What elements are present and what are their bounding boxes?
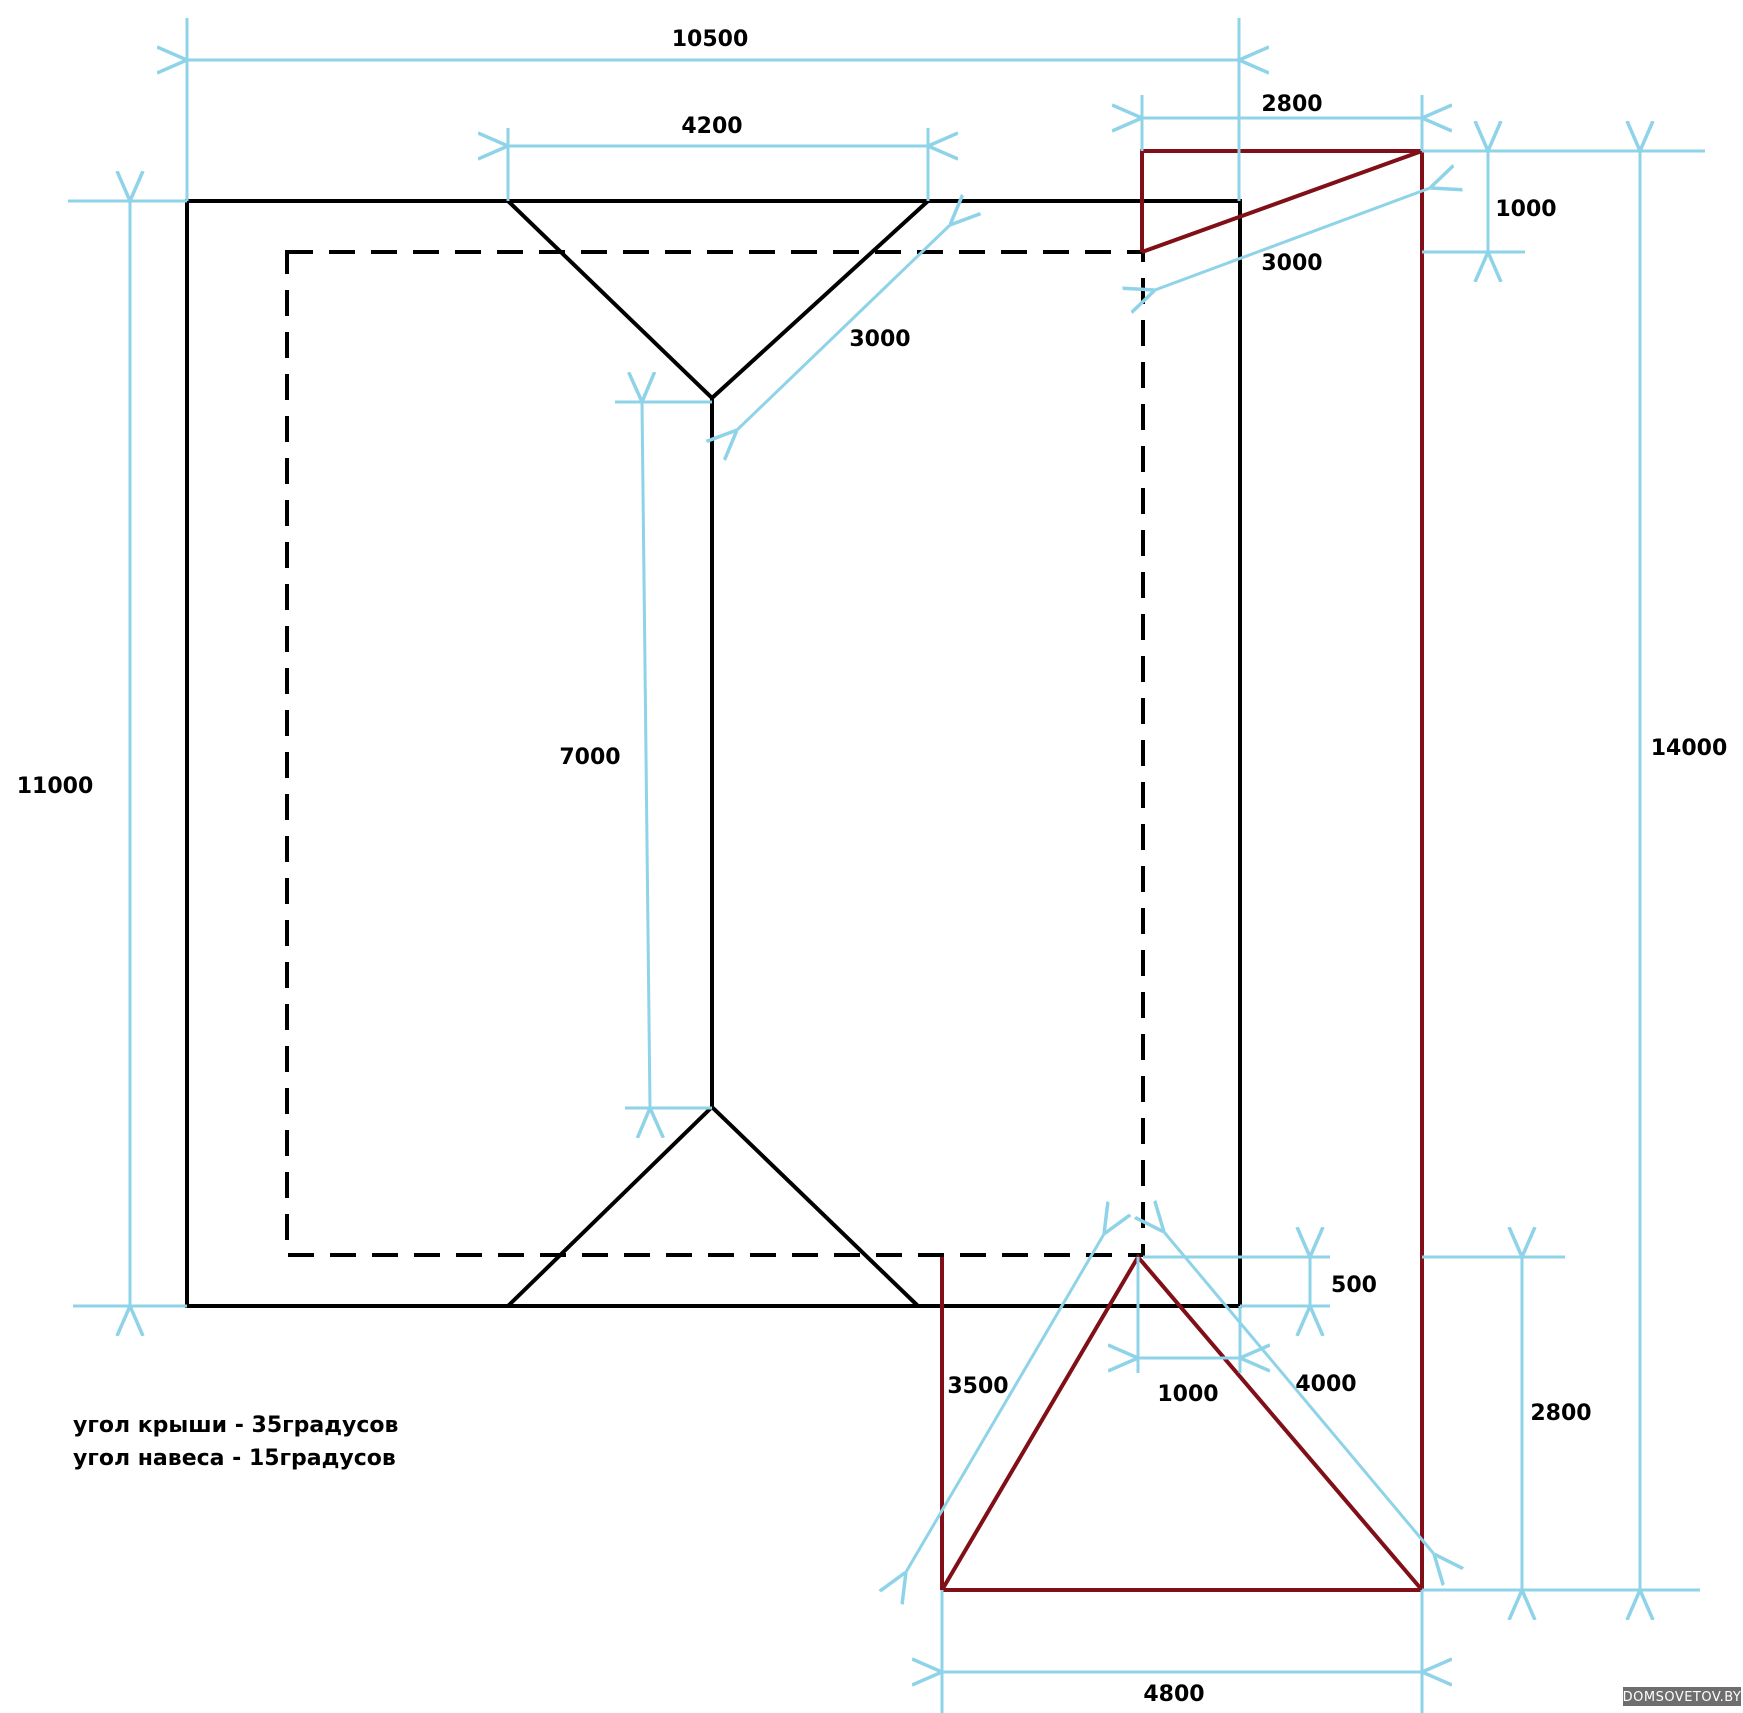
label-canopy-top-offset: 1000: [1495, 197, 1556, 222]
notes: угол крыши - 35градусов угол навеса - 15…: [73, 1413, 398, 1471]
note-roof-angle: угол крыши - 35градусов: [73, 1413, 398, 1438]
dim-ridge-length: [642, 402, 650, 1108]
watermark-text: DOMSOVETOV.BY: [1623, 1690, 1742, 1705]
label-canopy-top-slope: 3000: [1261, 251, 1322, 276]
label-canopy-left-slope: 3500: [947, 1374, 1008, 1399]
label-canopy-lower-depth: 2800: [1530, 1401, 1591, 1426]
wall-dashed-outline: [285, 250, 1145, 1257]
dim-canopy-left-slope: [906, 1234, 1104, 1572]
wall-dashed-rect: [285, 250, 1145, 1257]
dimension-lines: [68, 18, 1705, 1713]
label-canopy-bottom-width: 4800: [1143, 1682, 1204, 1707]
label-ridge-gable-top: 4200: [681, 114, 742, 139]
label-canopy-apex-offset: 1000: [1157, 1382, 1218, 1407]
label-eave-offset: 500: [1331, 1273, 1377, 1298]
note-canopy-angle: угол навеса - 15градусов: [73, 1446, 396, 1471]
label-ridge-length: 7000: [559, 745, 620, 770]
dim-hip-top: [737, 225, 950, 430]
hip-top: [506, 199, 930, 401]
watermark: DOMSOVETOV.BY: [1623, 1687, 1742, 1706]
label-canopy-top-width: 2800: [1261, 92, 1322, 117]
label-canopy-total-depth: 14000: [1651, 736, 1728, 761]
label-canopy-right-slope: 4000: [1295, 1372, 1356, 1397]
dim-canopy-right-slope: [1164, 1232, 1434, 1554]
dim-canopy-top-slope: [1155, 188, 1430, 290]
label-house-depth: 11000: [17, 774, 94, 799]
watermark-bg: [1623, 1687, 1741, 1706]
hip-bottom: [506, 1104, 920, 1308]
label-hip-top: 3000: [849, 327, 910, 352]
dimension-labels: 10500 4200 2800 1000 3000 3000 7000 1100…: [17, 27, 1728, 1707]
label-overall-width: 10500: [672, 27, 749, 52]
